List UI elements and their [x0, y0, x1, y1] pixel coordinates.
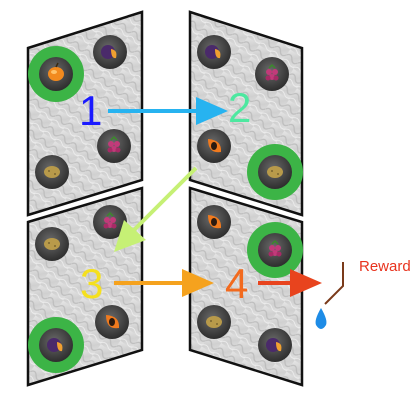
- plum-icon: [205, 45, 221, 59]
- step-number-3: 3: [80, 260, 103, 307]
- step-number-4: 4: [225, 260, 248, 307]
- well: [35, 155, 69, 189]
- papaya-icon: [208, 139, 222, 153]
- water-drop-icon: [315, 308, 327, 329]
- raspberry-icon: [265, 63, 279, 81]
- well: [93, 205, 127, 239]
- reward-label: Reward: [359, 258, 411, 275]
- plum-icon: [101, 45, 117, 59]
- papaya-icon: [106, 315, 120, 329]
- well: [197, 205, 231, 239]
- potato-icon: [44, 166, 60, 178]
- arrow-4-to-reward: [258, 269, 322, 297]
- well: [35, 227, 69, 261]
- potato-icon: [267, 166, 283, 178]
- raspberry-icon: [103, 211, 117, 229]
- well: [95, 305, 129, 339]
- well: [255, 57, 289, 91]
- plum-icon: [47, 338, 63, 352]
- raspberry-icon: [107, 135, 121, 153]
- well: [197, 35, 231, 69]
- plum-icon: [266, 338, 282, 352]
- well: [258, 328, 292, 362]
- raspberry-icon: [268, 239, 282, 257]
- arrow-2-to-3: [114, 166, 198, 252]
- well: [39, 328, 73, 362]
- well: [39, 57, 73, 91]
- step-number-1: 1: [79, 87, 102, 134]
- water-spout: [324, 262, 344, 305]
- well: [97, 129, 131, 163]
- well: [258, 233, 292, 267]
- well: [93, 35, 127, 69]
- well: [197, 129, 231, 163]
- step-number-2: 2: [228, 84, 251, 131]
- well: [197, 305, 231, 339]
- potato-icon: [206, 316, 222, 328]
- papaya-icon: [208, 215, 222, 229]
- potato-icon: [44, 238, 60, 250]
- apricot-icon: [48, 62, 64, 81]
- arrow-3-to-4: [114, 269, 214, 297]
- well: [258, 155, 292, 189]
- arrow-1-to-2: [108, 97, 228, 125]
